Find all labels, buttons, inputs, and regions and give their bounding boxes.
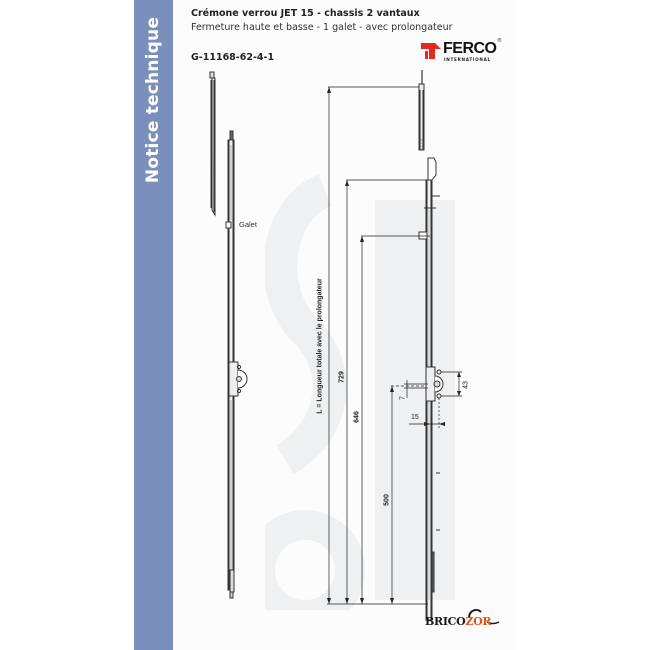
product-reference: G-11168-62-4-1 — [191, 52, 275, 63]
ferco-name: FERCO — [443, 40, 497, 57]
dimension-lines — [327, 86, 462, 605]
ferco-subtitle: INTERNATIONAL — [444, 57, 491, 62]
sidebar-band — [134, 0, 173, 650]
extension-rod-drawing — [209, 71, 216, 217]
total-length-label: L = Longueur totale avec le prolongateur — [316, 278, 324, 414]
registered-mark: ® — [497, 38, 502, 44]
bricozor-wordmark: BRICOZOR — [425, 615, 492, 628]
dimension-646: 646 — [353, 411, 361, 423]
document-page — [134, 0, 516, 650]
dimension-15: 15 — [411, 414, 419, 421]
dimension-43: 43 — [462, 381, 470, 389]
dimension-7: 7 — [399, 396, 407, 400]
main-rod-drawing — [225, 130, 248, 599]
ferco-chevron-icon — [421, 43, 441, 59]
elevation-drawing — [418, 70, 444, 621]
ferco-logo: FERCO ® INTERNATIONAL — [421, 38, 505, 66]
document-title: Crémone verrou JET 15 - chassis 2 vantau… — [191, 8, 420, 19]
document-subtitle: Fermeture haute et basse - 1 galet - ave… — [191, 22, 453, 33]
dimension-arrows — [327, 87, 461, 604]
bricozor-part2: ZOR — [465, 615, 492, 628]
bricozor-part1: BRICO — [425, 615, 466, 628]
galet-label: Galet — [239, 220, 257, 229]
bricozor-swoosh-icon — [468, 609, 500, 625]
dimension-729: 729 — [338, 371, 346, 383]
dimension-500: 500 — [383, 494, 391, 506]
bricozor-logo: BRICOZOR — [425, 606, 501, 632]
